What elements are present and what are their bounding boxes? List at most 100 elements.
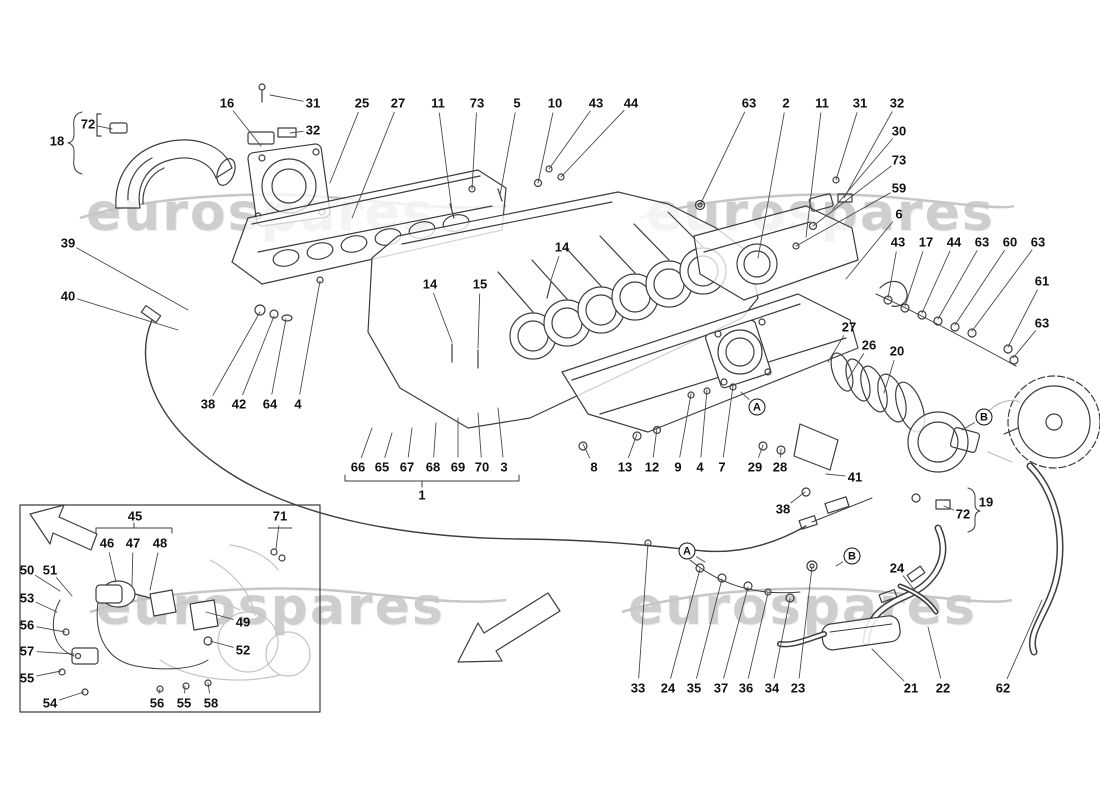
part-callout: 44 <box>946 234 962 250</box>
part-callout: 2 <box>782 95 790 111</box>
part-callout: 35 <box>686 680 702 696</box>
part-callout: 26 <box>861 337 877 353</box>
part-callout: 43 <box>588 95 604 111</box>
part-callout: 38 <box>775 501 791 517</box>
part-callout: 24 <box>889 560 905 576</box>
part-callout: 4 <box>696 459 704 475</box>
part-callout: 63 <box>1034 315 1050 331</box>
upper-right-cover <box>693 193 859 301</box>
part-callout: 29 <box>747 459 763 475</box>
part-callout: 63 <box>974 234 990 250</box>
part-callout: 3 <box>500 459 508 475</box>
part-callout: 4 <box>294 396 302 412</box>
part-callout: 27 <box>390 95 406 111</box>
part-callout: 42 <box>231 396 247 412</box>
part-callout: 47 <box>125 535 141 551</box>
mounting-bracket <box>149 589 177 617</box>
part-callout: 41 <box>847 469 863 485</box>
part-callout: 11 <box>431 95 445 111</box>
solenoid-valve <box>71 647 99 665</box>
part-callout: 32 <box>889 95 905 111</box>
part-callout: 67 <box>399 459 415 475</box>
circled-reference-label: A <box>678 542 696 560</box>
part-callout: 9 <box>674 459 682 475</box>
cable-end <box>935 499 951 510</box>
part-callout: 20 <box>889 343 905 359</box>
part-callout: 31 <box>305 95 321 111</box>
part-callout: 1 <box>418 487 426 503</box>
part-callout: 56 <box>149 695 165 711</box>
part-callout: 69 <box>450 459 466 475</box>
arrow-icon <box>457 592 561 663</box>
part-callout: 17 <box>918 234 934 250</box>
part-callout: 66 <box>350 459 366 475</box>
throttle-cable <box>140 276 873 553</box>
part-callout: 34 <box>764 680 780 696</box>
part-callout: 15 <box>472 276 488 292</box>
leader-lines <box>34 94 1043 701</box>
hose-clamp <box>878 588 898 604</box>
part-callout: 46 <box>99 535 115 551</box>
part-callout: 53 <box>19 590 35 606</box>
part-callout: 23 <box>790 680 806 696</box>
part-callout: 14 <box>422 276 438 292</box>
air-pipe <box>821 615 901 651</box>
bottom-hose-assembly <box>689 524 947 651</box>
arrow-icon <box>29 504 98 551</box>
part-callout: 48 <box>152 535 168 551</box>
part-callout: 24 <box>660 680 676 696</box>
part-callout: 43 <box>890 234 906 250</box>
part-callout: 19 <box>978 494 994 510</box>
part-callout: 21 <box>903 680 919 696</box>
part-callout: 58 <box>203 695 219 711</box>
part-callout: 10 <box>547 95 563 111</box>
part-callout: 72 <box>955 506 971 522</box>
part-callout: 54 <box>42 695 58 711</box>
part-callout: 5 <box>513 95 521 111</box>
booster-hose <box>1026 462 1064 656</box>
vacuum-fittings <box>875 280 1019 367</box>
part-callout: 61 <box>1034 273 1050 289</box>
part-callout: 27 <box>841 319 857 335</box>
inset-detail-box <box>19 504 321 713</box>
part-callout: 65 <box>374 459 390 475</box>
part-callout: 38 <box>200 396 216 412</box>
circled-reference-label: B <box>975 408 993 426</box>
part-callout: 64 <box>262 396 278 412</box>
part-callout: 73 <box>891 152 907 168</box>
part-callout: 39 <box>60 235 76 251</box>
part-callout: 55 <box>176 695 192 711</box>
part-callout: 56 <box>19 617 35 633</box>
part-callout: 8 <box>590 459 598 475</box>
part-callout: 33 <box>630 680 646 696</box>
part-callout: 50 <box>19 562 35 578</box>
part-callout: 52 <box>235 642 251 658</box>
part-callout: 70 <box>474 459 490 475</box>
part-callout: 40 <box>60 288 76 304</box>
hose-clamp <box>906 565 926 583</box>
screw <box>258 83 266 91</box>
part-callout: 30 <box>891 123 907 139</box>
part-callout: 25 <box>354 95 370 111</box>
part-callout: 37 <box>713 680 729 696</box>
part-callout: 28 <box>772 459 788 475</box>
part-callout: 6 <box>895 206 903 222</box>
part-callout: 11 <box>815 95 829 111</box>
part-callout: 59 <box>891 180 907 196</box>
circled-reference-label: A <box>748 398 766 416</box>
part-callout: 13 <box>617 459 633 475</box>
circled-reference-label: B <box>843 547 861 565</box>
sensor <box>808 193 834 212</box>
cable-adjuster <box>824 496 850 514</box>
hose-clamp <box>109 122 128 134</box>
part-callout: 14 <box>554 239 570 255</box>
part-callout: 7 <box>718 459 726 475</box>
faint-engine-silhouette <box>149 544 311 681</box>
part-callout: 16 <box>219 95 235 111</box>
right-throttle-assembly <box>793 352 981 510</box>
part-callout: 72 <box>80 116 96 132</box>
part-callout: 55 <box>19 670 35 686</box>
